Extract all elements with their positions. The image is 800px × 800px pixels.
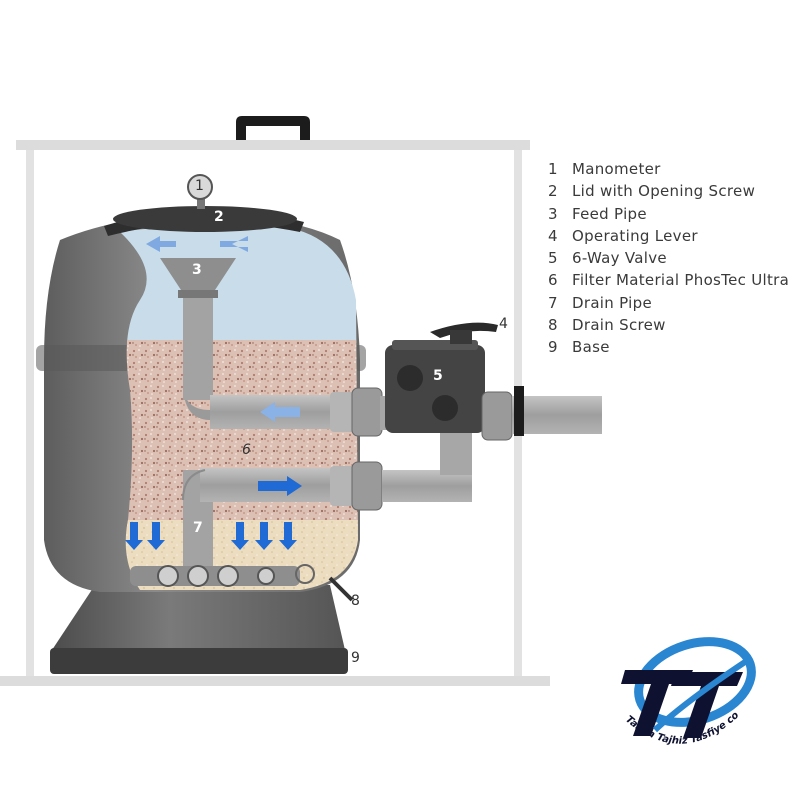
legend-item: 9 Base (548, 336, 789, 358)
legend-num: 9 (548, 338, 558, 357)
legend-item: 5 6-Way Valve (548, 247, 789, 269)
legend-label: 6-Way Valve (572, 249, 667, 268)
legend-item: 8 Drain Screw (548, 314, 789, 336)
callout-valve: 5 (433, 368, 443, 384)
legend-label: Base (572, 338, 610, 357)
legend-item: 3 Feed Pipe (548, 203, 789, 225)
legend-label: Drain Pipe (572, 293, 652, 312)
base (50, 585, 348, 674)
legend-num: 5 (548, 249, 558, 268)
legend: 1 Manometer 2 Lid with Opening Screw 3 Feed… (548, 158, 789, 359)
callout-feed-pipe: 3 (192, 262, 202, 278)
legend-num: 2 (548, 182, 558, 201)
manometer (187, 174, 213, 209)
legend-item: 1 Manometer (548, 158, 789, 180)
callout-drain-pipe: 7 (193, 520, 203, 536)
legend-num: 8 (548, 316, 558, 335)
legend-num: 7 (548, 293, 558, 312)
legend-item: 6 Filter Material PhosTec Ultra (548, 269, 789, 291)
legend-num: 1 (548, 160, 558, 178)
legend-item: 2 Lid with Opening Screw (548, 180, 789, 202)
callout-base: 9 (351, 650, 360, 666)
callout-lid: 2 (214, 209, 224, 225)
six-way-valve (385, 322, 602, 441)
company-logo: Tamin Tajhiz Tasfiye co (621, 637, 756, 747)
callout-lever: 4 (499, 316, 508, 332)
legend-label: Drain Screw (572, 316, 666, 335)
legend-label: Feed Pipe (572, 204, 647, 223)
legend-label: Operating Lever (572, 226, 698, 245)
legend-item: 7 Drain Pipe (548, 292, 789, 314)
legend-item: 4 Operating Lever (548, 225, 789, 247)
callout-manometer: 1 (195, 178, 204, 194)
drain-pipe (130, 510, 300, 587)
legend-label: Lid with Opening Screw (572, 182, 756, 201)
legend-num: 3 (548, 204, 558, 223)
legend-num: 6 (548, 271, 558, 290)
legend-label: Filter Material PhosTec Ultra (572, 271, 790, 290)
callout-drain-screw: 8 (351, 593, 360, 609)
flow-arrows (125, 236, 302, 550)
legend-label: Manometer (572, 160, 661, 178)
legend-num: 4 (548, 226, 558, 245)
lid (104, 206, 304, 236)
callout-filter-material: 6 (242, 442, 251, 458)
drain-screw (295, 564, 354, 602)
